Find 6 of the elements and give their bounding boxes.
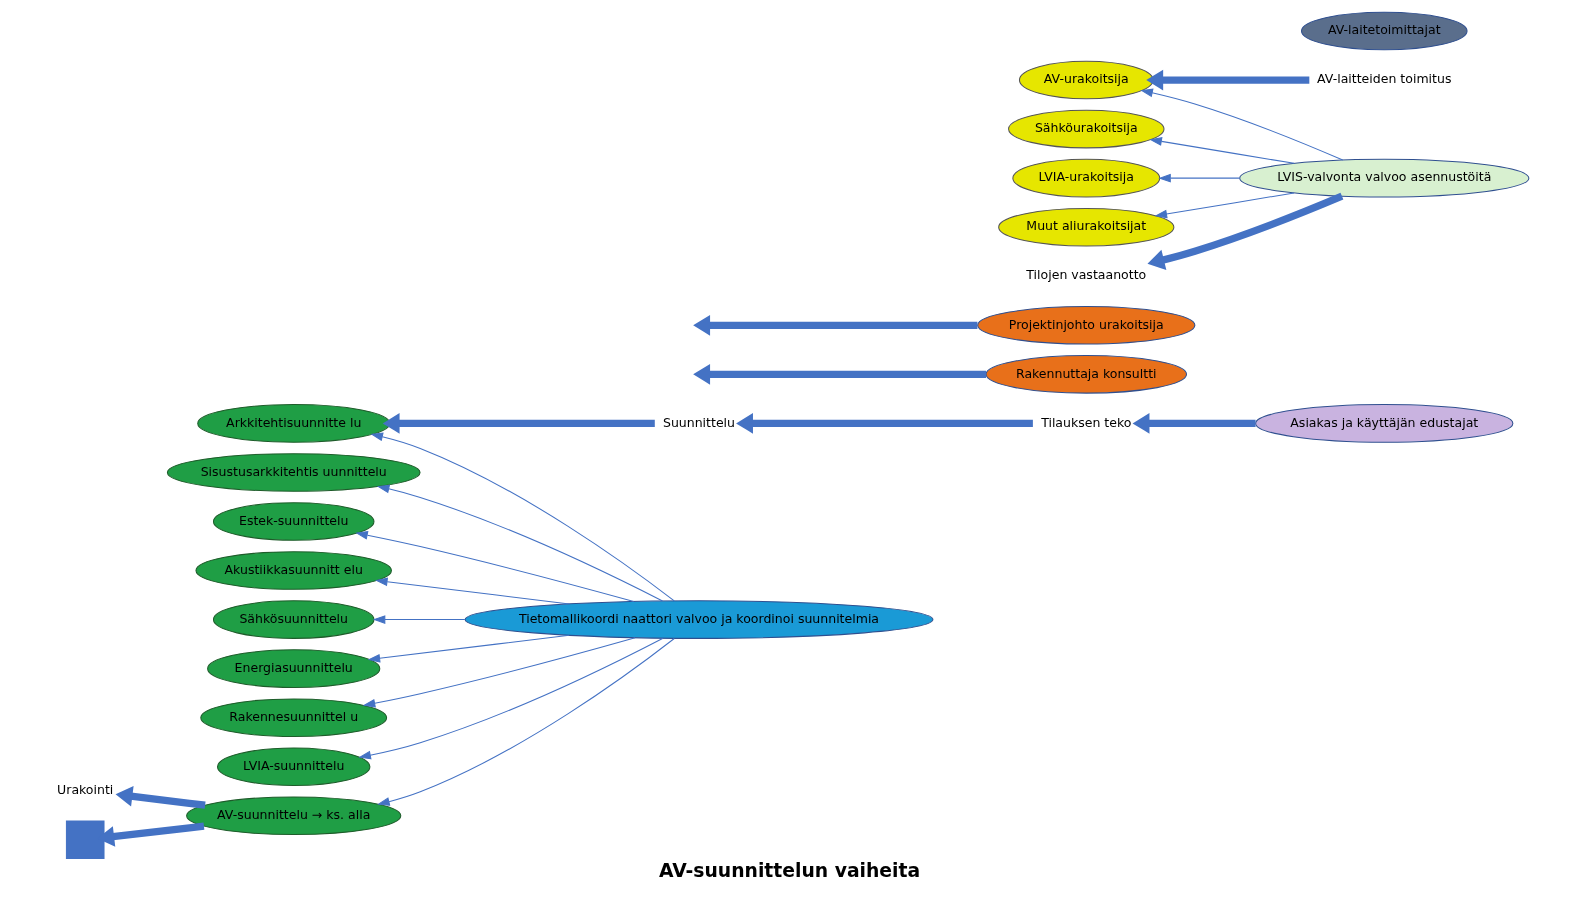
node-text: AV-laitteiden toimitus [1316, 71, 1451, 87]
node-text: Suunnittelu [662, 414, 735, 430]
node-text: Urakointi [56, 781, 113, 797]
caption: AV-suunnittelun vaiheita [658, 859, 920, 881]
node-text: Tilauksen teko [1040, 414, 1131, 430]
node-text: Tilojen vastaanotto [1025, 267, 1146, 283]
